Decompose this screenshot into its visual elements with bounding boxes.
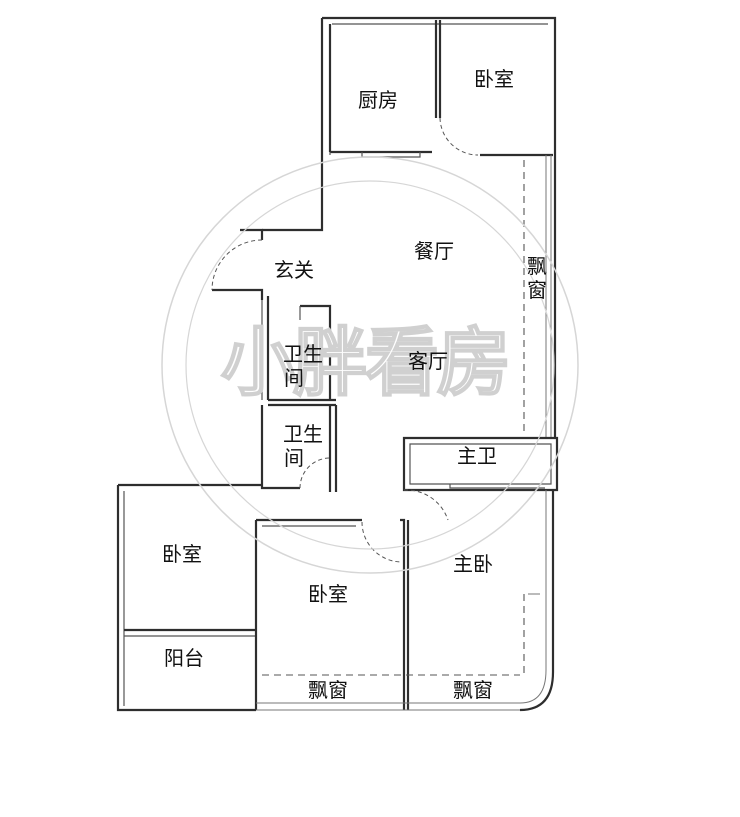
label-master-bedroom: 主卧 [453, 552, 493, 576]
label-bedroom-middle: 卧室 [308, 582, 348, 606]
label-bedroom-left: 卧室 [162, 542, 202, 566]
bathroom-lower-text-line-1: 卫生 [283, 422, 323, 446]
bay-window-right-text-line-1: 飘 [527, 254, 547, 278]
walls [116, 16, 559, 712]
label-bathroom-lower: 卫生间 [283, 422, 323, 470]
bathroom-upper-text-line-2: 间 [284, 366, 304, 390]
bay-window-right-text: 飘窗 [527, 254, 547, 302]
bay-window-right-text-line-2: 窗 [527, 278, 547, 302]
label-bedroom-top: 卧室 [474, 67, 514, 91]
label-bay-window-middle: 飘窗 [308, 678, 348, 702]
label-bay-window-right: 飘窗 [527, 254, 547, 302]
label-living: 客厅 [408, 349, 448, 373]
label-dining: 餐厅 [414, 239, 454, 263]
label-bathroom-upper: 卫生间 [283, 342, 323, 390]
label-bay-window-master: 飘窗 [453, 678, 493, 702]
watermark: 小胖看房 [161, 156, 579, 574]
bathroom-upper-text-line-1: 卫生 [283, 342, 323, 366]
watermark-text: 小胖看房 [221, 320, 509, 406]
label-balcony: 阳台 [164, 646, 204, 670]
doors [211, 117, 479, 563]
bathroom-lower-text: 卫生间 [283, 422, 323, 470]
bathroom-upper-text: 卫生间 [283, 342, 323, 390]
label-master-bath: 主卫 [457, 444, 497, 468]
label-entrance: 玄关 [274, 258, 314, 282]
bathroom-lower-text-line-2: 间 [284, 446, 304, 470]
label-kitchen: 厨房 [358, 88, 398, 112]
room-labels: 厨房 卧室 餐厅 玄关 飘窗 卫生间 客厅 卫生间 主卫 卧室 主卧 卧室 阳台… [162, 67, 547, 702]
